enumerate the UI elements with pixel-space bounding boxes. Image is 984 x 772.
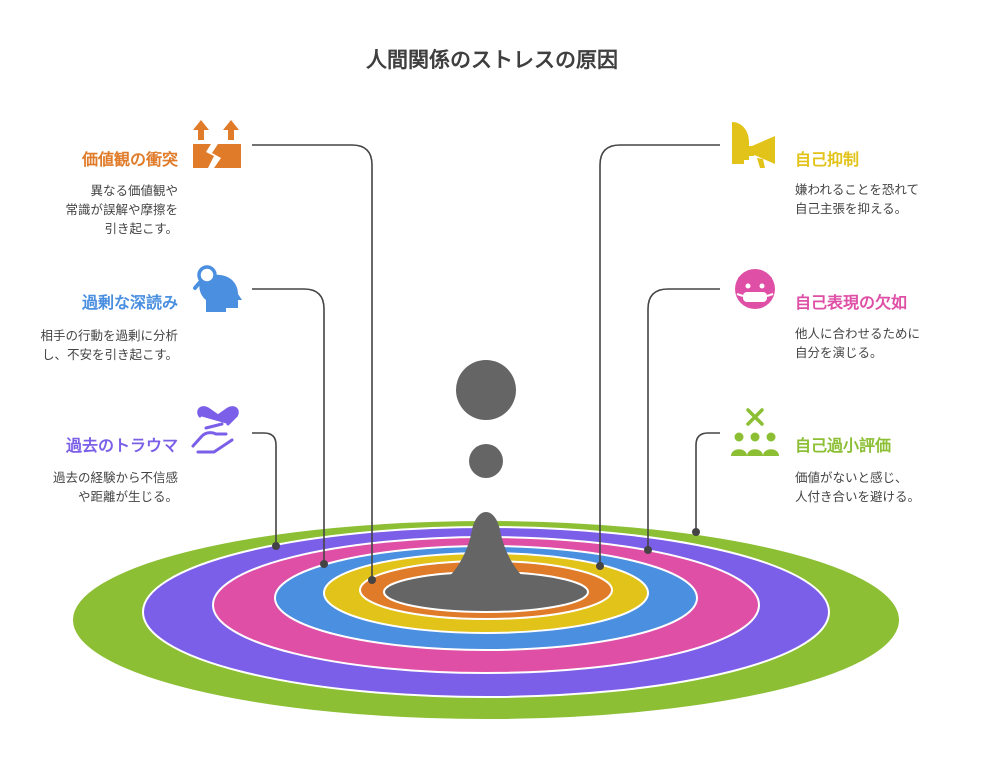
desc-line: 相手の行動を過剰に分析 bbox=[40, 328, 178, 343]
label-overthinking: 過剰な深読み bbox=[81, 293, 178, 312]
connector-dot bbox=[596, 562, 604, 570]
desc-self-undervaluation: 価値がないと感じ、 人付き合いを避ける。 bbox=[795, 468, 920, 506]
connector-self-undervaluation bbox=[695, 432, 720, 532]
desc-lack-expression: 他人に合わせるために 自分を演じる。 bbox=[795, 324, 920, 362]
desc-line: 価値がないと感じ、 bbox=[795, 470, 908, 485]
desc-line: 常識が誤解や摩擦を bbox=[65, 202, 178, 217]
connector-lines bbox=[252, 144, 720, 580]
connector-dot bbox=[692, 528, 700, 536]
splash-peak bbox=[416, 512, 556, 592]
desc-line: 過去の経験から不信感 bbox=[52, 470, 178, 485]
label-trauma: 過去のトラウマ bbox=[65, 436, 178, 455]
concentric-rings bbox=[71, 519, 901, 721]
label-self-suppression: 自己抑制 bbox=[795, 150, 860, 169]
desc-line: 人付き合いを避ける。 bbox=[795, 489, 921, 504]
droplet-splash bbox=[416, 360, 556, 592]
head-magnifier-icon bbox=[193, 265, 242, 312]
connector-dot bbox=[368, 576, 376, 584]
hand-heart-icon bbox=[191, 406, 239, 454]
desc-line: 異なる価値観や bbox=[90, 183, 178, 198]
desc-line: 自己主張を抑える。 bbox=[795, 201, 908, 216]
desc-line: 自分を演じる。 bbox=[795, 345, 883, 360]
group-x-icon bbox=[731, 408, 779, 456]
diagram-title: 人間関係のストレスの原因 bbox=[366, 48, 618, 72]
connector-dots bbox=[272, 528, 700, 584]
small-droplet bbox=[469, 444, 503, 478]
desc-line: や距離が生じる。 bbox=[77, 489, 178, 504]
label-lack-expression: 自己表現の欠如 bbox=[795, 293, 908, 312]
connector-dot bbox=[320, 560, 328, 568]
arrows-crack-icon bbox=[193, 120, 241, 168]
desc-line: し、不安を引き起こす。 bbox=[41, 347, 178, 362]
connector-dot bbox=[644, 546, 652, 554]
face-megaphone-icon bbox=[732, 122, 775, 168]
connector-overthinking bbox=[252, 288, 325, 564]
desc-line: 他人に合わせるために bbox=[795, 326, 921, 341]
desc-overthinking: 相手の行動を過剰に分析 し、不安を引き起こす。 bbox=[40, 326, 178, 364]
connector-value-conflict bbox=[252, 144, 373, 580]
label-value-conflict: 価値観の衝突 bbox=[81, 150, 178, 169]
large-droplet bbox=[456, 360, 516, 420]
masked-face-icon bbox=[735, 269, 775, 309]
desc-value-conflict: 異なる価値観や 常識が誤解や摩擦を 引き起こす。 bbox=[65, 181, 178, 238]
desc-trauma: 過去の経験から不信感 や距離が生じる。 bbox=[53, 468, 178, 506]
connector-dot bbox=[272, 542, 280, 550]
desc-line: 引き起こす。 bbox=[104, 221, 178, 236]
connector-self-suppression bbox=[599, 144, 720, 566]
desc-line: 嫌われることを恐れて bbox=[795, 182, 920, 197]
connector-trauma bbox=[252, 432, 277, 546]
desc-self-suppression: 嫌われることを恐れて 自己主張を抑える。 bbox=[795, 180, 919, 218]
label-self-undervaluation: 自己過小評価 bbox=[795, 436, 892, 455]
connector-lack-expression bbox=[647, 288, 720, 550]
